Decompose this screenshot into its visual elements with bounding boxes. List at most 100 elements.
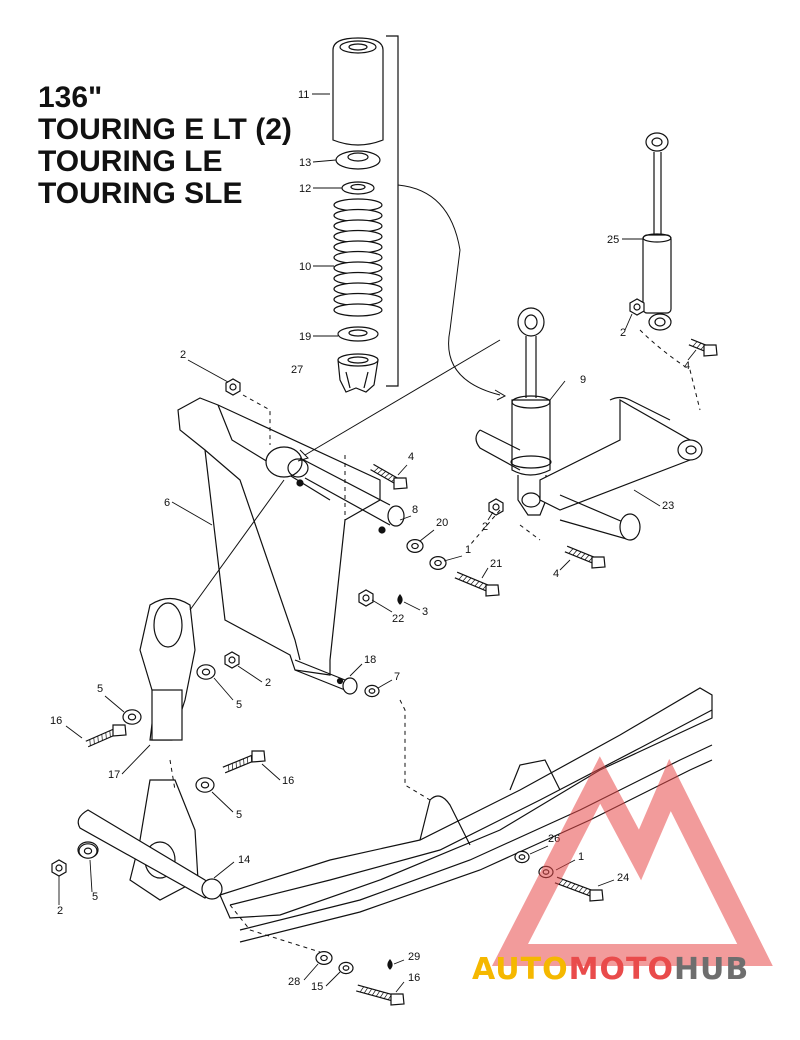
callout-15: 15 — [311, 981, 323, 993]
leader-line — [398, 465, 407, 475]
bolt-icon — [555, 877, 603, 901]
leader-line — [188, 360, 228, 382]
leader-line — [90, 860, 92, 892]
leader-line — [372, 600, 392, 612]
callout-10: 10 — [299, 261, 311, 273]
rear-arm-23 — [476, 398, 702, 541]
front-arm-6 — [178, 398, 404, 694]
bolt-icon — [356, 985, 404, 1005]
leader-line — [420, 530, 434, 541]
callout-2: 2 — [180, 349, 186, 361]
callout-7: 7 — [394, 671, 400, 683]
callout-3: 3 — [422, 606, 428, 618]
washer-icon — [197, 665, 215, 679]
leader-line — [212, 792, 233, 812]
callout-11: 11 — [298, 89, 309, 101]
callout-4: 4 — [408, 451, 414, 463]
callout-5: 5 — [236, 809, 242, 821]
callout-9: 9 — [580, 374, 586, 386]
nut-icon — [359, 590, 373, 606]
callout-5: 5 — [97, 683, 103, 695]
pin-icon — [388, 960, 392, 969]
callout-12: 12 — [299, 183, 311, 195]
leader-line — [66, 726, 82, 738]
leader-line — [634, 490, 660, 506]
washer-icon — [196, 778, 214, 792]
callout-5: 5 — [236, 699, 242, 711]
watermark-text: AUTOMOTOHUB — [472, 952, 749, 987]
nut-icon — [225, 652, 239, 668]
callout-2: 2 — [57, 905, 63, 917]
callout-8: 8 — [412, 504, 418, 516]
callout-25: 25 — [607, 234, 619, 246]
callout-29: 29 — [408, 951, 420, 963]
callout-4: 4 — [553, 568, 559, 580]
leader-line — [326, 972, 340, 986]
callout-4: 4 — [684, 360, 690, 372]
coil-spring-10 — [334, 199, 382, 316]
watermark-moto: MOTO — [569, 952, 674, 987]
callout-16: 16 — [408, 972, 420, 984]
spring-seat-19 — [338, 327, 378, 341]
leader-line — [482, 568, 488, 578]
washer-icon — [316, 952, 332, 965]
leader-line — [560, 560, 570, 570]
pin-icon — [398, 595, 402, 604]
leader-line — [394, 960, 404, 964]
washer-icon — [123, 710, 141, 724]
callout-16: 16 — [282, 775, 294, 787]
callout-1: 1 — [578, 851, 584, 863]
nut-icon — [489, 499, 503, 515]
leader-line — [396, 982, 404, 992]
callout-2: 2 — [482, 521, 488, 533]
shock-cover-11 — [333, 38, 383, 145]
bolt-icon — [223, 751, 265, 773]
bolt-icon — [86, 725, 126, 747]
washer-icon — [79, 844, 97, 858]
rear-shock-25 — [643, 133, 671, 330]
leader-line — [313, 160, 336, 162]
washer-icon — [339, 962, 353, 973]
leader-line — [378, 680, 392, 688]
leader-line — [238, 666, 262, 682]
callout-13: 13 — [299, 157, 311, 169]
automotohub-logo-icon — [510, 780, 755, 955]
reference-line — [400, 700, 430, 800]
callout-19: 19 — [299, 331, 311, 343]
title-line-2: TOURING E LT (2) — [38, 114, 292, 146]
callout-23: 23 — [662, 500, 674, 512]
washer-icon — [365, 685, 379, 696]
spring-retainer-12 — [342, 182, 374, 194]
callout-28: 28 — [288, 976, 300, 988]
callout-14: 14 — [238, 854, 250, 866]
callout-18: 18 — [364, 654, 376, 666]
leader-line — [172, 502, 212, 525]
washer-icon — [407, 540, 423, 553]
title-line-1: 136" — [38, 82, 292, 114]
leader-line — [350, 664, 362, 676]
callout-5: 5 — [92, 891, 98, 903]
bolt-icon — [565, 546, 605, 568]
title-line-3: TOURING LE — [38, 146, 292, 178]
callout-1: 1 — [465, 544, 471, 556]
leader-line — [550, 381, 565, 400]
watermark-hub: HUB — [674, 952, 749, 987]
callout-6: 6 — [164, 497, 170, 509]
nut-icon — [630, 299, 644, 315]
callout-2: 2 — [620, 327, 626, 339]
washer-icon — [430, 557, 446, 570]
leader-line — [262, 764, 280, 780]
callout-24: 24 — [617, 872, 629, 884]
nut-icon — [226, 379, 240, 395]
leader-line — [214, 862, 234, 878]
spring-coil — [334, 304, 382, 316]
adjuster-ring-27 — [338, 354, 378, 392]
leader-line — [122, 745, 150, 774]
washer-icon — [515, 851, 529, 862]
callout-17: 17 — [108, 769, 120, 781]
callout-20: 20 — [436, 517, 448, 529]
title-line-4: TOURING SLE — [38, 178, 292, 210]
watermark-auto: AUTO — [472, 952, 569, 987]
leader-line — [688, 350, 696, 360]
